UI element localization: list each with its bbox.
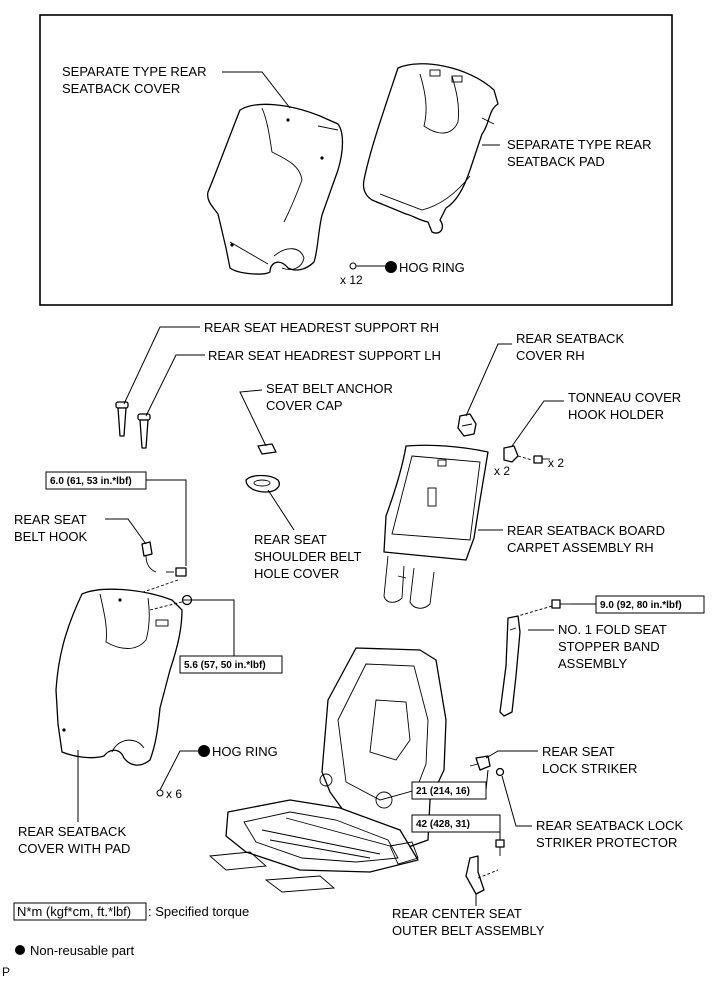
torque-striker: 21 (214, 16) — [416, 786, 470, 797]
legend-torque-text: : Specified torque — [148, 904, 249, 919]
label-tonneau-holder: TONNEAU COVER HOOK HOLDER — [568, 390, 685, 422]
non-reusable-dot-top-icon — [385, 261, 397, 273]
separate-seatback-pad-illustration — [362, 63, 499, 234]
corner-mark: P — [2, 965, 10, 979]
label-shoulder-cover: REAR SEAT SHOULDER BELT HOLE COVER — [254, 532, 365, 581]
tonneau-count-a: x 2 — [494, 464, 510, 478]
torque-cover: 5.6 (57, 50 in.*lbf) — [184, 660, 266, 671]
headrest-support-rh-illustration — [115, 401, 129, 437]
leader-seatback-cover — [222, 71, 291, 109]
belt-hook-bolt-icon — [166, 567, 187, 577]
leader-headrest-rh — [123, 326, 200, 405]
legend-torque-box — [13, 902, 147, 921]
tonneau-screw-icon — [533, 455, 550, 464]
tonneau-hook-holder-illustration — [503, 445, 519, 463]
leader-shoulder-cover — [267, 489, 295, 531]
belt-bolt-icon — [495, 839, 505, 856]
label-cover-with-pad: REAR SEATBACK COVER WITH PAD — [18, 824, 130, 856]
label-anchor-cover-cap: SEAT BELT ANCHOR COVER CAP — [266, 381, 397, 413]
seat-frame-illustration — [208, 647, 447, 893]
cover-nut-icon — [181, 594, 193, 606]
hog-ring-top-icon — [349, 262, 357, 270]
label-lock-striker: REAR SEAT LOCK STRIKER — [542, 744, 637, 776]
torque-box-cover — [179, 655, 283, 674]
outer-belt-illustration — [465, 855, 499, 895]
hog-ring-bottom-count: x 6 — [166, 787, 182, 801]
label-striker-protector: REAR SEATBACK LOCK STRIKER PROTECTOR — [536, 818, 687, 850]
seatback-board-carpet-illustration — [383, 444, 489, 609]
shoulder-belt-hole-cover-illustration — [245, 474, 280, 493]
hog-ring-bottom-icon — [156, 789, 164, 797]
leader-striker-protector — [501, 775, 532, 827]
legend-non-reusable: Non-reusable part — [30, 943, 134, 958]
leader-lock-striker — [485, 750, 538, 759]
label-seatback-pad: SEPARATE TYPE REAR SEATBACK PAD — [507, 137, 655, 169]
hog-ring-top-count: x 12 — [340, 273, 363, 287]
label-stopper-band: NO. 1 FOLD SEAT STOPPER BAND ASSEMBLY — [558, 622, 670, 671]
seatback-cover-with-pad-illustration — [55, 588, 183, 766]
torque-stopper: 9.0 (92, 80 in.*lbf) — [600, 600, 682, 611]
label-seatback-cover-rh: REAR SEATBACK COVER RH — [516, 331, 628, 363]
torque-box-belt — [411, 814, 501, 833]
leader-anchor-cover-cap — [239, 389, 267, 447]
label-board-carpet: REAR SEATBACK BOARD CARPET ASSEMBLY RH — [507, 523, 669, 555]
stopper-bolt-icon — [551, 599, 570, 609]
label-headrest-rh: REAR SEAT HEADREST SUPPORT RH — [204, 320, 439, 335]
leader-seatback-cover-rh — [465, 343, 512, 417]
torque-belt: 42 (428, 31) — [416, 819, 470, 830]
belt-hook-illustration — [141, 541, 157, 573]
inset-frame — [39, 14, 673, 306]
leader-headrest-lh — [145, 354, 205, 417]
label-seatback-cover: SEPARATE TYPE REAR SEATBACK COVER — [62, 64, 210, 96]
label-headrest-lh: REAR SEAT HEADREST SUPPORT LH — [208, 348, 441, 363]
headrest-support-lh-illustration — [137, 413, 151, 449]
label-hog-ring-top: HOG RING — [399, 260, 465, 275]
non-reusable-dot-bottom-icon — [198, 745, 210, 757]
legend-torque-unit: N*m (kgf*cm, ft.*lbf) — [17, 904, 131, 919]
lock-striker-illustration — [469, 755, 491, 771]
label-hog-ring-bottom: HOG RING — [212, 744, 278, 759]
anchor-cover-cap-illustration — [257, 443, 277, 455]
label-outer-belt: REAR CENTER SEAT OUTER BELT ASSEMBLY — [392, 906, 545, 938]
legend-non-reusable-dot-icon — [15, 945, 25, 955]
seatback-cover-rh-illustration — [457, 413, 477, 437]
tonneau-count-b: x 2 — [548, 456, 564, 470]
leader-tonneau-holder — [511, 400, 564, 447]
torque-box-striker — [411, 781, 487, 800]
stopper-band-illustration — [499, 615, 521, 717]
torque-belt-hook: 6.0 (61, 53 in.*lbf) — [50, 476, 132, 487]
striker-protector-icon — [495, 767, 505, 777]
label-belt-hook: REAR SEAT BELT HOOK — [14, 512, 90, 544]
leader-belt-hook — [105, 518, 147, 545]
separate-seatback-cover-illustration — [206, 103, 344, 275]
